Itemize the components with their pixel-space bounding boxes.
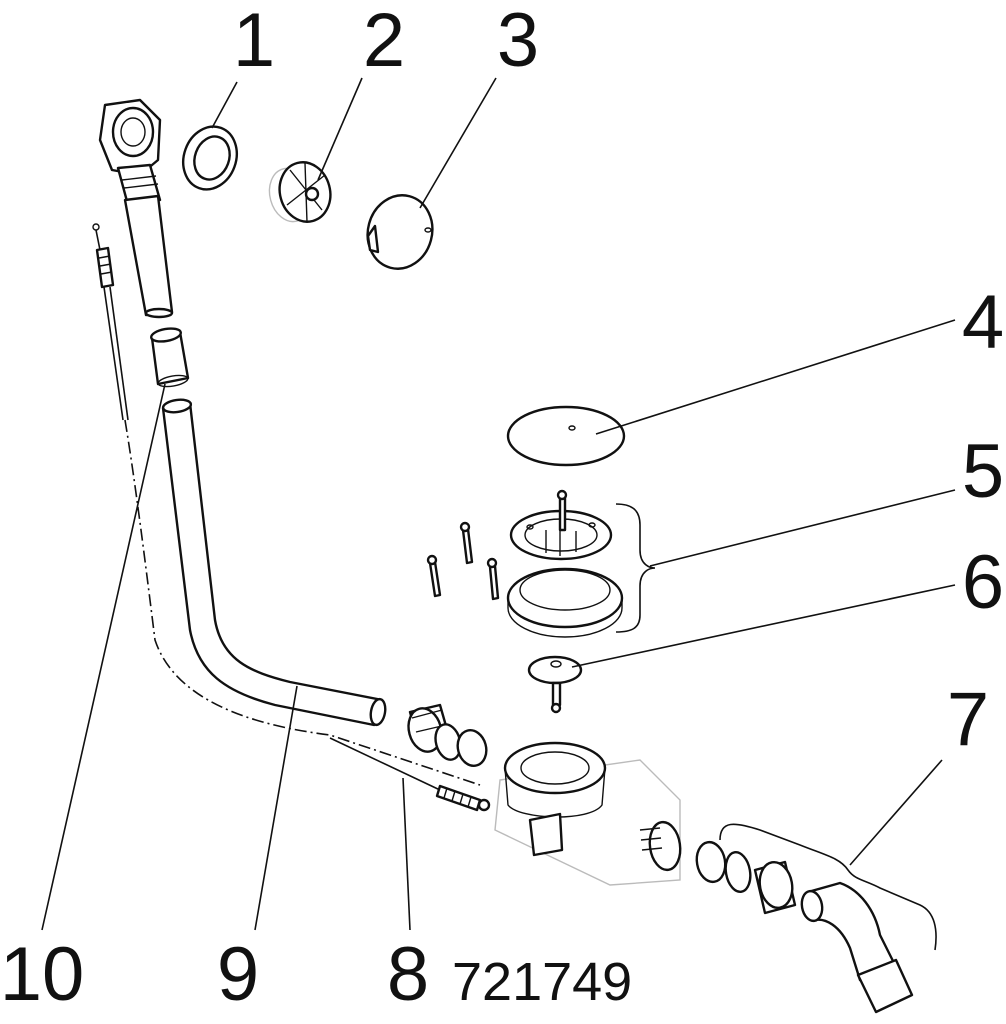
part-label-3: 3 [497,0,539,83]
drain-pipe-part-9 [161,398,387,727]
part-label-9: 9 [217,932,259,1017]
overflow-cap-part-3 [366,194,434,270]
part-label-8: 8 [387,932,429,1017]
bracket-5 [615,503,656,633]
sleeve-part-10 [149,327,190,388]
part-label-5: 5 [962,429,1004,514]
part-label-1: 1 [233,0,275,83]
screws-part-5 [426,489,568,601]
outlet-elbow-part-7 [695,840,914,1014]
clamp-ring-part-5 [506,567,624,638]
part-label-10: 10 [0,932,84,1017]
part-label-6: 6 [962,540,1004,625]
article-number: 721749 [452,952,632,1012]
bowden-cable-part-10 [92,223,481,786]
overflow-insert-part-2 [268,161,332,223]
push-rod-part-8 [329,737,491,812]
cover-disk-part-4 [506,405,626,467]
part-label-7: 7 [947,677,989,762]
leader-lines [41,77,956,931]
plug-part-6 [527,655,583,714]
nut-ring-part-1 [182,125,238,191]
drain-body [494,741,682,886]
overflow-elbow-part [98,98,174,319]
bracket-7 [719,823,937,951]
seal-ring [434,723,488,767]
part-label-2: 2 [363,0,405,83]
part-label-4: 4 [962,280,1004,365]
